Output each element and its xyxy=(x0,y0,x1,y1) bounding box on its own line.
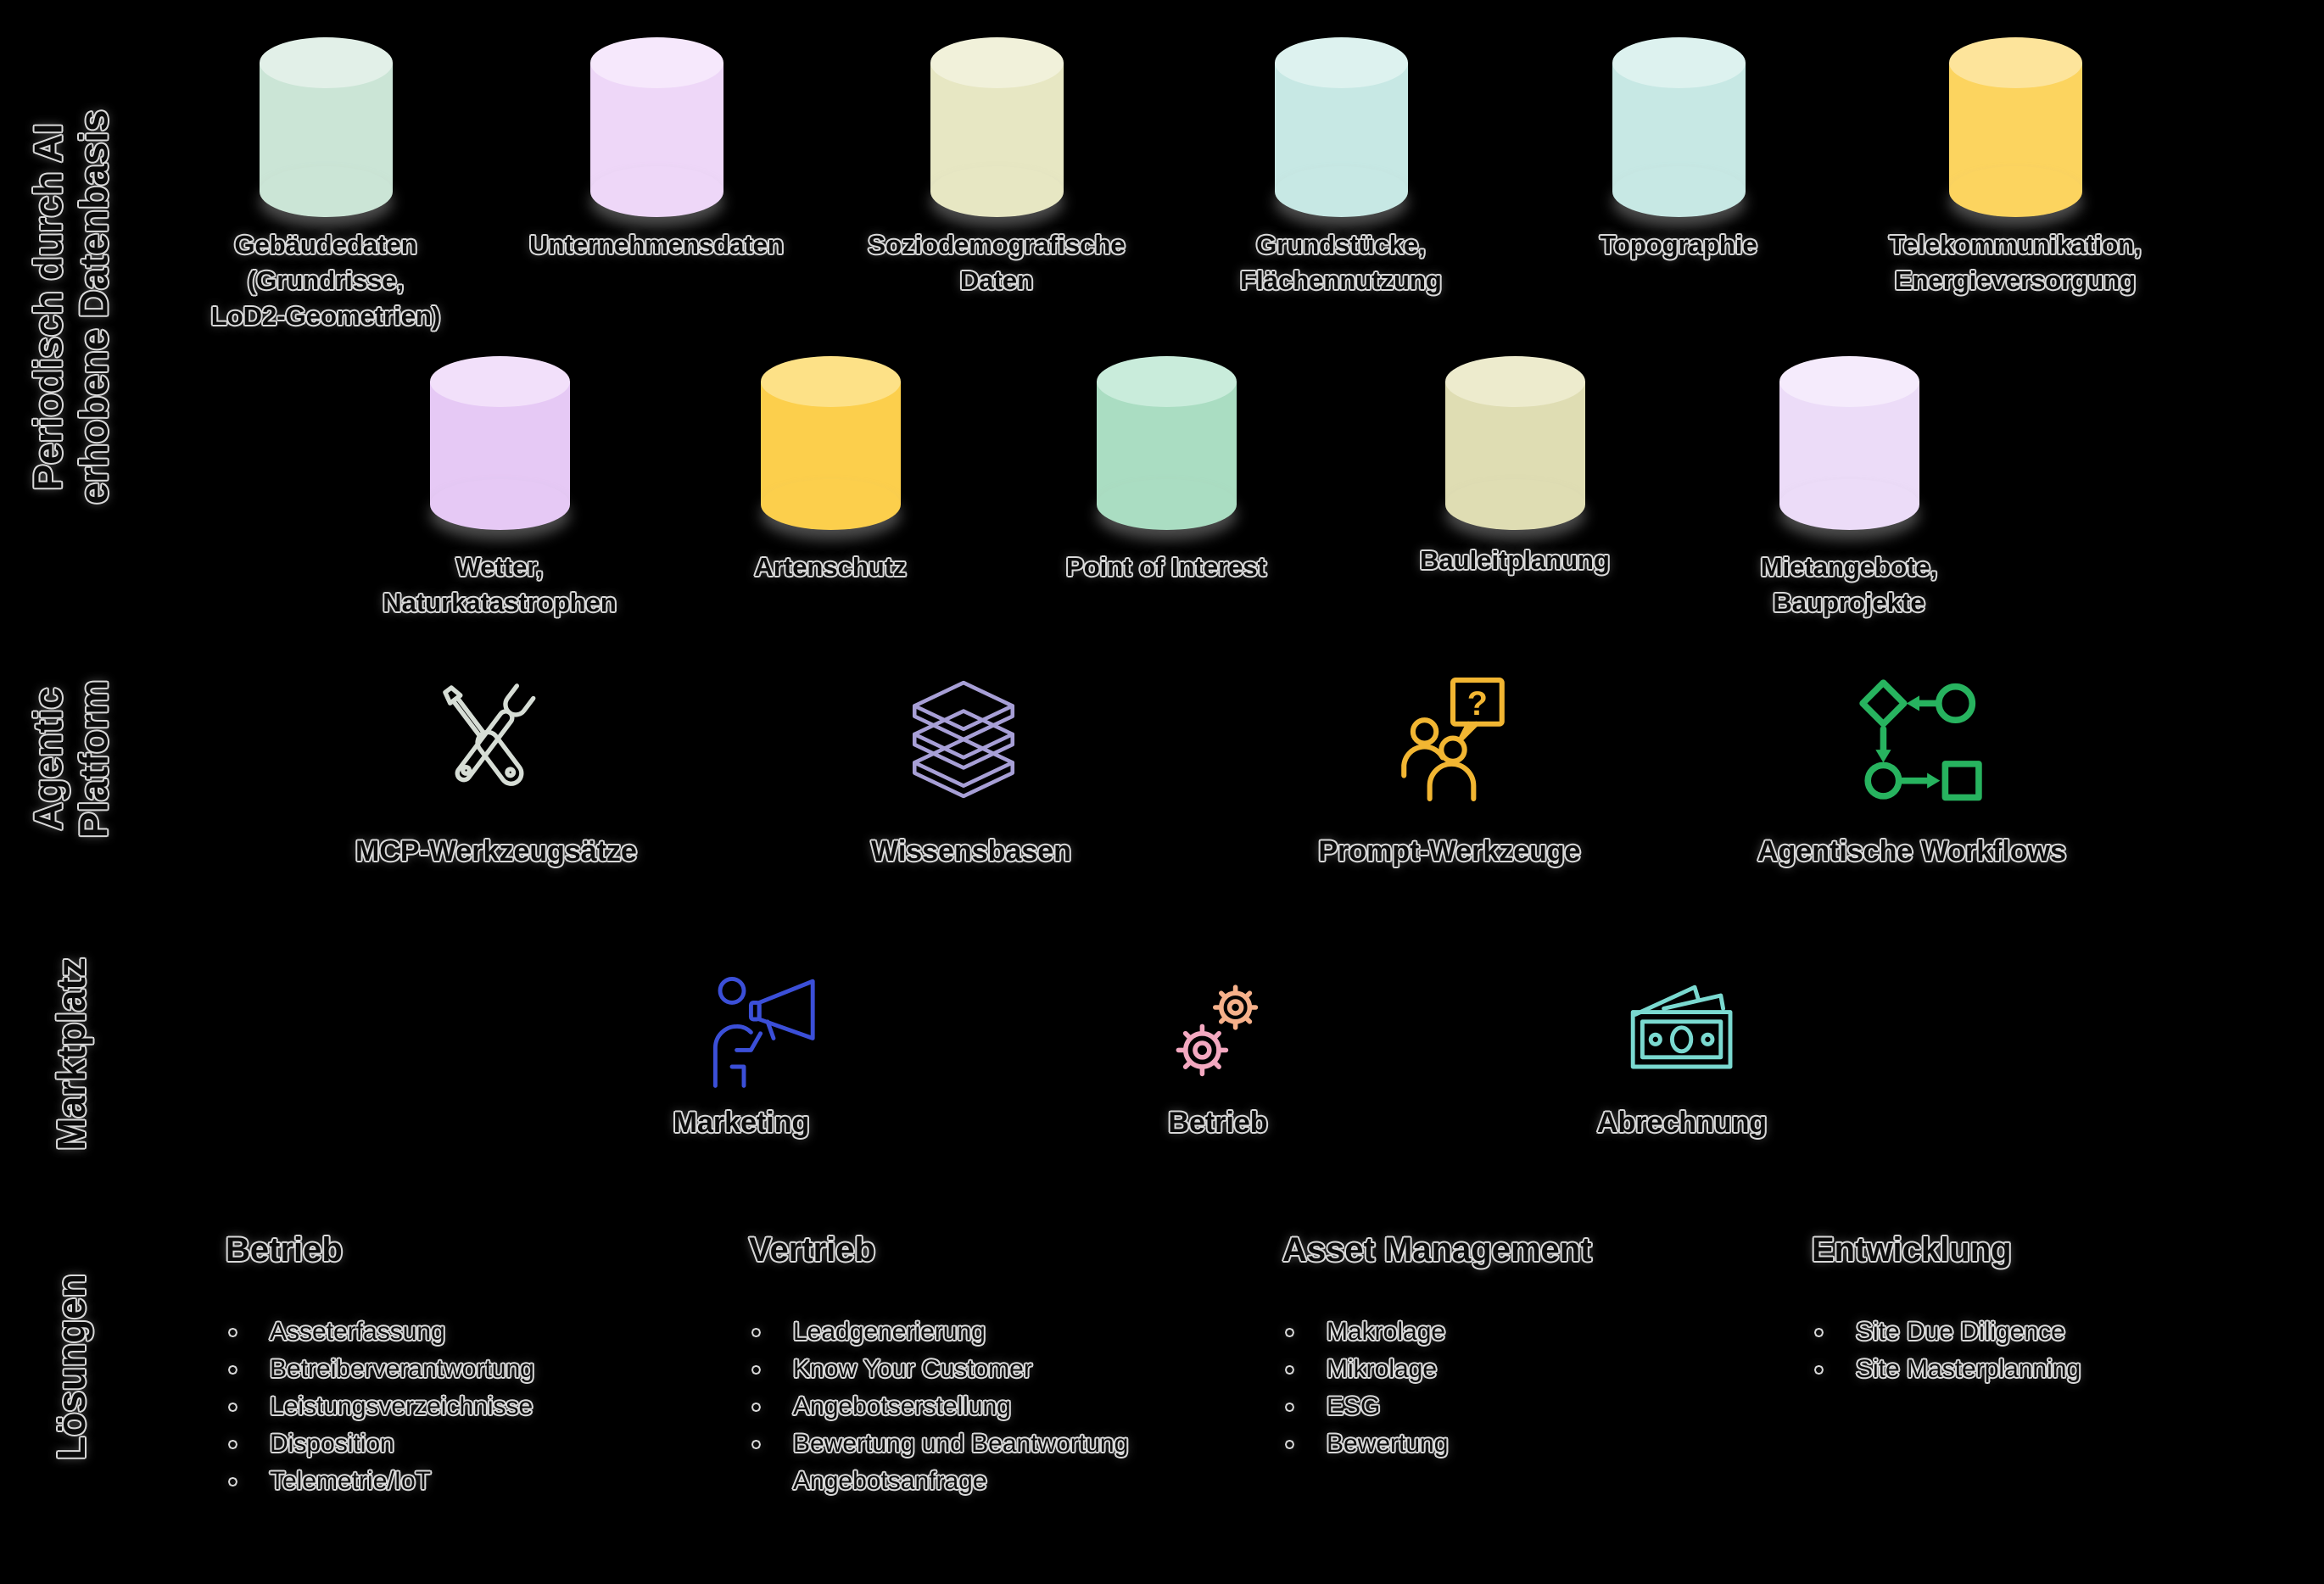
db-cylinder-gebaeudedaten xyxy=(260,37,393,217)
solutions-column-entwicklung: Entwicklung Site Due Diligence Site Mast… xyxy=(1812,1231,2304,1388)
section-label-data-layer: Periodisch durch AI erhobene Datenbasis xyxy=(25,109,116,505)
db-label: Point of Interest xyxy=(1066,552,1266,582)
section-label-agentic-platform: Agentic Platform xyxy=(25,679,116,839)
solutions-column-title: Entwicklung xyxy=(1812,1231,2012,1269)
db-label: Gebäudedaten (Grundrisse, LoD2-Geometrie… xyxy=(210,230,441,331)
db-cylinder-wetter xyxy=(430,356,570,530)
db-cylinder-soziodemografie xyxy=(930,37,1064,217)
db-label: Topographie xyxy=(1600,230,1757,259)
section-label-loesungen: Lösungen xyxy=(48,1274,93,1460)
agentic-item-label: MCP-Werkzeugsätze xyxy=(355,835,637,867)
solutions-column-title: Asset Management xyxy=(1282,1231,1592,1269)
marketplace-item-label: Betrieb xyxy=(1168,1107,1268,1139)
agentic-item-label: Prompt-Werkzeuge xyxy=(1318,835,1581,867)
db-cylinder-topographie xyxy=(1612,37,1746,217)
solutions-column-asset-management: Asset Management Makrolage Mikrolage ESG… xyxy=(1282,1231,1774,1463)
svg-text:?: ? xyxy=(1467,685,1488,722)
db-cylinder-point-of-interest xyxy=(1097,356,1237,530)
db-label: Telekommunikation, Energieversorgung xyxy=(1889,230,2142,295)
solution-item: Makrolage xyxy=(1282,1313,1759,1351)
workflow-icon xyxy=(1855,675,1984,804)
marketplace-item-label: Marketing xyxy=(673,1107,810,1139)
solutions-column-betrieb: Betrieb Asseterfassung Betreiberverantwo… xyxy=(226,1231,718,1500)
tools-icon xyxy=(425,675,554,804)
solution-item: Site Masterplanning xyxy=(1812,1351,2288,1388)
db-cylinder-grundstuecke xyxy=(1275,37,1408,217)
solution-item: Bewertung und Beantwortung Angebotsanfra… xyxy=(749,1425,1226,1500)
db-label: Artenschutz xyxy=(754,552,907,582)
megaphone-icon xyxy=(708,972,827,1090)
banknotes-icon xyxy=(1619,972,1746,1090)
solution-item: Disposition xyxy=(226,1425,702,1463)
db-label: Unternehmensdaten xyxy=(529,230,784,259)
solutions-column-title: Vertrieb xyxy=(749,1231,875,1269)
db-cylinder-bauleitplanung xyxy=(1445,356,1585,530)
db-label: Bauleitplanung xyxy=(1420,545,1610,575)
solution-item: Know Your Customer xyxy=(749,1351,1226,1388)
solution-item: Leistungsverzeichnisse xyxy=(226,1388,702,1425)
db-label: Wetter, Naturkatastrophen xyxy=(383,552,617,617)
prompt-icon: ? xyxy=(1388,675,1517,804)
db-cylinder-mietangebote xyxy=(1779,356,1919,530)
db-cylinder-unternehmensdaten xyxy=(590,37,723,217)
db-label: Grundstücke, Flächennutzung xyxy=(1240,230,1442,295)
solution-item: Leadgenerierung xyxy=(749,1313,1226,1351)
solution-item: Mikrolage xyxy=(1282,1351,1759,1388)
solution-item: Site Due Diligence xyxy=(1812,1313,2288,1351)
solution-item: Asseterfassung xyxy=(226,1313,702,1351)
gears-icon xyxy=(1159,972,1278,1090)
db-cylinder-artenschutz xyxy=(761,356,901,530)
solution-item: Bewertung xyxy=(1282,1425,1759,1463)
solutions-column-vertrieb: Vertrieb Leadgenerierung Know Your Custo… xyxy=(749,1231,1241,1500)
books-icon xyxy=(899,675,1028,804)
solution-item: Angebotserstellung xyxy=(749,1388,1226,1425)
db-cylinder-telekommunikation xyxy=(1949,37,2082,217)
solution-item: ESG xyxy=(1282,1388,1759,1425)
agentic-item-label: Agentische Workflows xyxy=(1757,835,2066,867)
section-label-marktplatz: Marktplatz xyxy=(48,957,93,1151)
agentic-item-label: Wissensbasen xyxy=(871,835,1071,867)
db-label: Soziodemografische Daten xyxy=(868,230,1126,295)
marketplace-item-label: Abrechnung xyxy=(1596,1107,1768,1139)
db-label: Mietangebote, Bauprojekte xyxy=(1760,552,1938,617)
solution-item: Betreiberverantwortung xyxy=(226,1351,702,1388)
solutions-column-title: Betrieb xyxy=(226,1231,343,1269)
solution-item: Telemetrie/IoT xyxy=(226,1463,702,1500)
